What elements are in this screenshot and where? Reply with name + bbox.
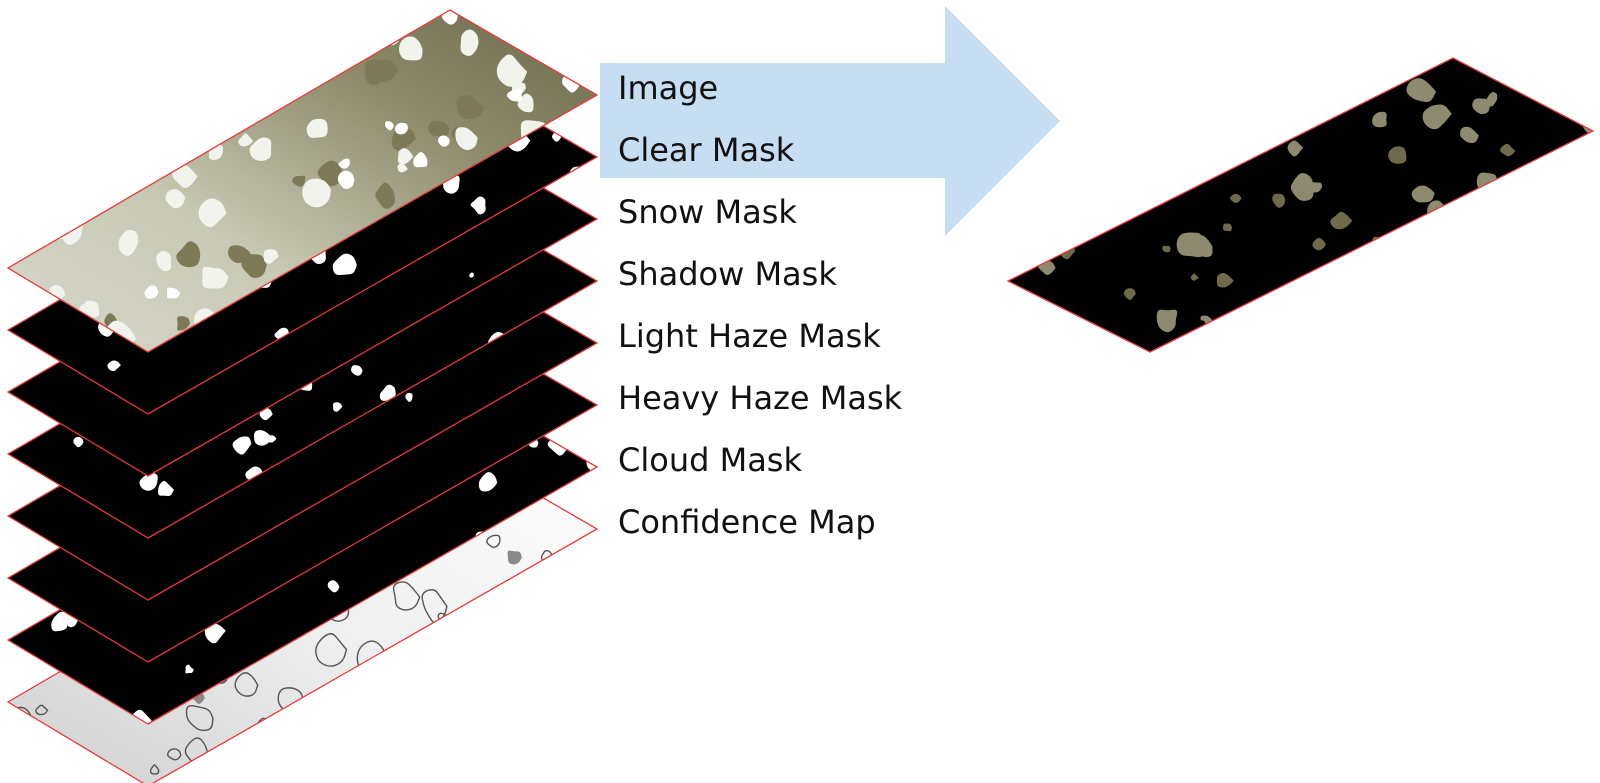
arrow-shape xyxy=(600,6,1060,236)
result-sheet xyxy=(1006,57,1595,353)
